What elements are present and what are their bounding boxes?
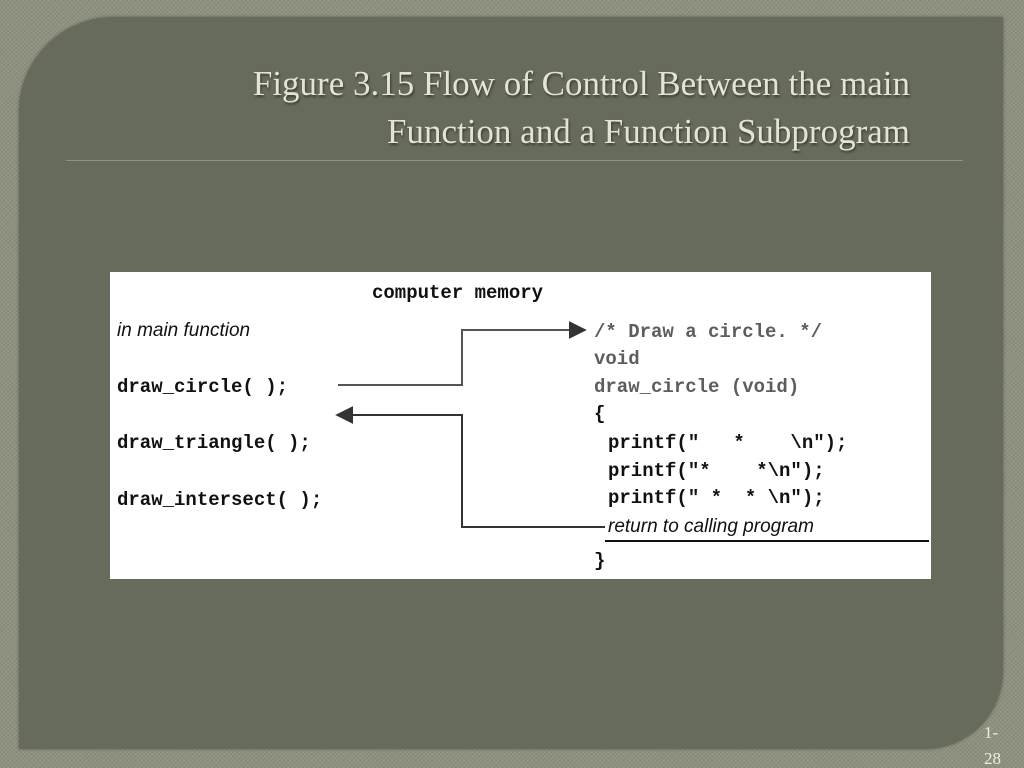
in-main-function-label: in main function [117, 320, 251, 341]
slide-page-number-line-2: 28 [984, 749, 1001, 768]
draw-intersect-call: draw_intersect( ); [117, 489, 323, 511]
slide-title-line-1: Figure 3.15 Flow of Control Between the … [252, 64, 910, 103]
printf-line-3: printf(" * * \n"); [608, 487, 825, 509]
return-arrow [335, 406, 605, 528]
slide-page-number-line-1: 1- [984, 723, 999, 742]
title-divider [66, 160, 963, 161]
call-arrow [338, 321, 587, 386]
slide-title-line-2: Function and a Function Subprogram [386, 112, 910, 151]
computer-memory-heading: computer memory [372, 282, 544, 304]
flow-arrows-diagram [335, 321, 929, 542]
printf-line-1: printf(" * \n"); [608, 432, 848, 454]
printf-line-2: printf("* *\n"); [608, 460, 825, 482]
figure-3-15-diagram: computer memory in main function draw_ci… [110, 272, 931, 579]
draw-circle-call: draw_circle( ); [117, 376, 289, 398]
function-close-brace: } [594, 550, 606, 572]
draw-triangle-call: draw_triangle( ); [117, 432, 311, 454]
slide-page-number: 1- 28 [984, 720, 1020, 768]
function-return-type: void [594, 348, 640, 370]
return-to-calling-program-label: return to calling program [608, 516, 814, 537]
slide-title: Figure 3.15 Flow of Control Between the … [60, 60, 910, 156]
function-open-brace: { [594, 403, 606, 425]
function-signature: draw_circle (void) [594, 376, 800, 398]
function-comment: /* Draw a circle. */ [594, 321, 823, 343]
